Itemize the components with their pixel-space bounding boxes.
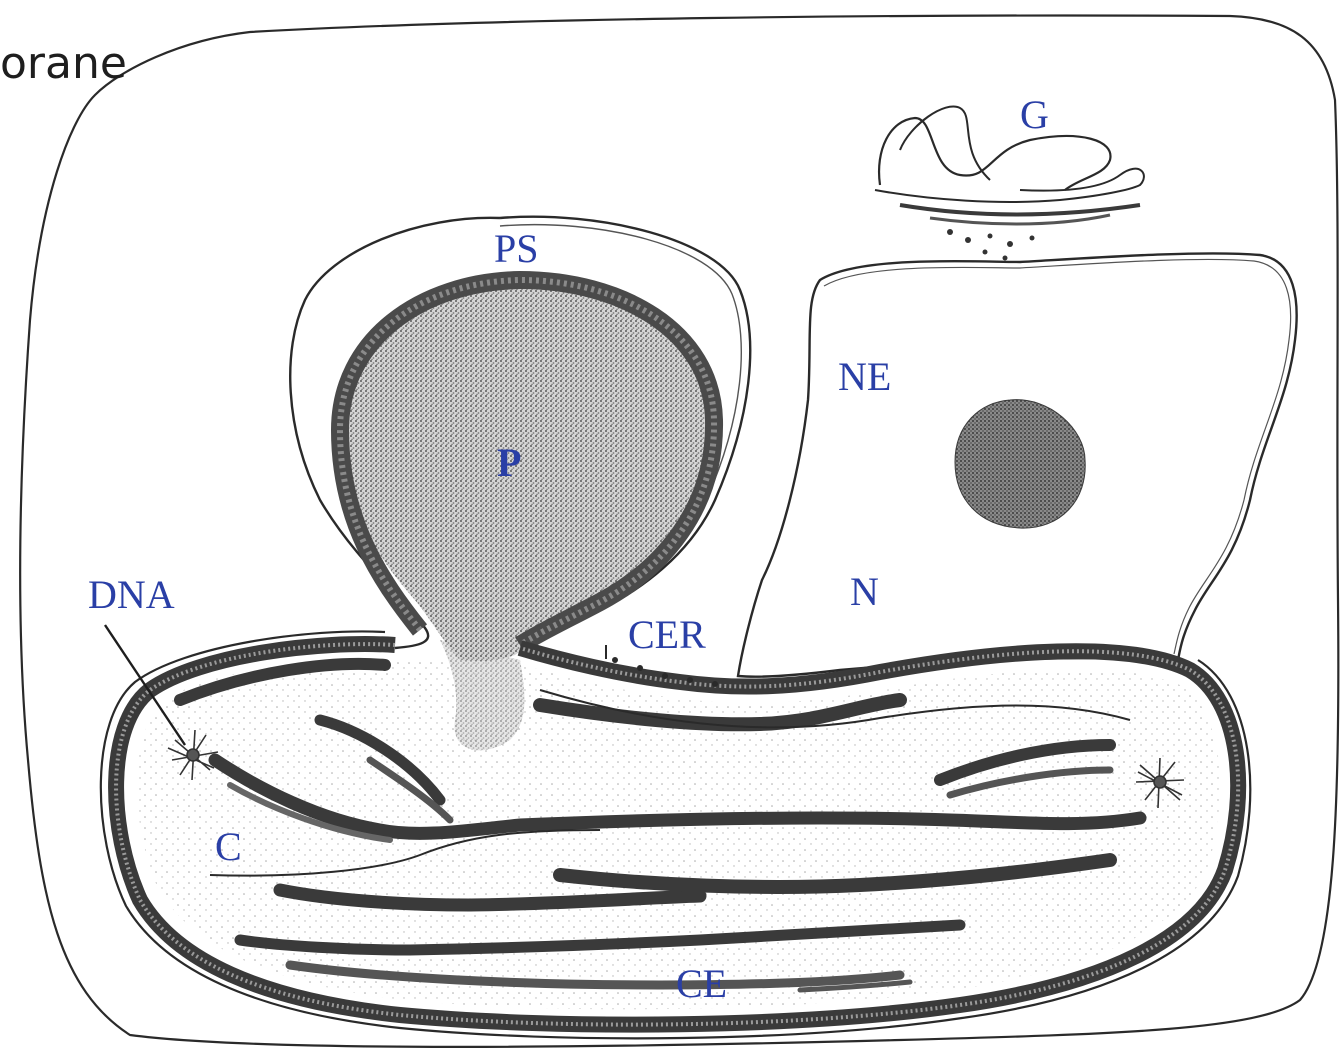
golgi-apparatus bbox=[875, 106, 1144, 260]
label-g: G bbox=[1020, 92, 1049, 137]
nucleolus bbox=[955, 400, 1085, 528]
label-ne: NE bbox=[838, 354, 891, 399]
label-ce: CE bbox=[676, 961, 727, 1006]
label-n: N bbox=[850, 569, 879, 614]
chloroplast-stroma bbox=[137, 659, 1220, 1009]
corner-text: orane bbox=[0, 38, 127, 89]
label-dna: DNA bbox=[88, 572, 175, 617]
label-ps: PS bbox=[494, 226, 539, 271]
label-c: C bbox=[215, 824, 242, 869]
label-p: P bbox=[497, 440, 521, 485]
label-cer: CER bbox=[628, 612, 706, 657]
